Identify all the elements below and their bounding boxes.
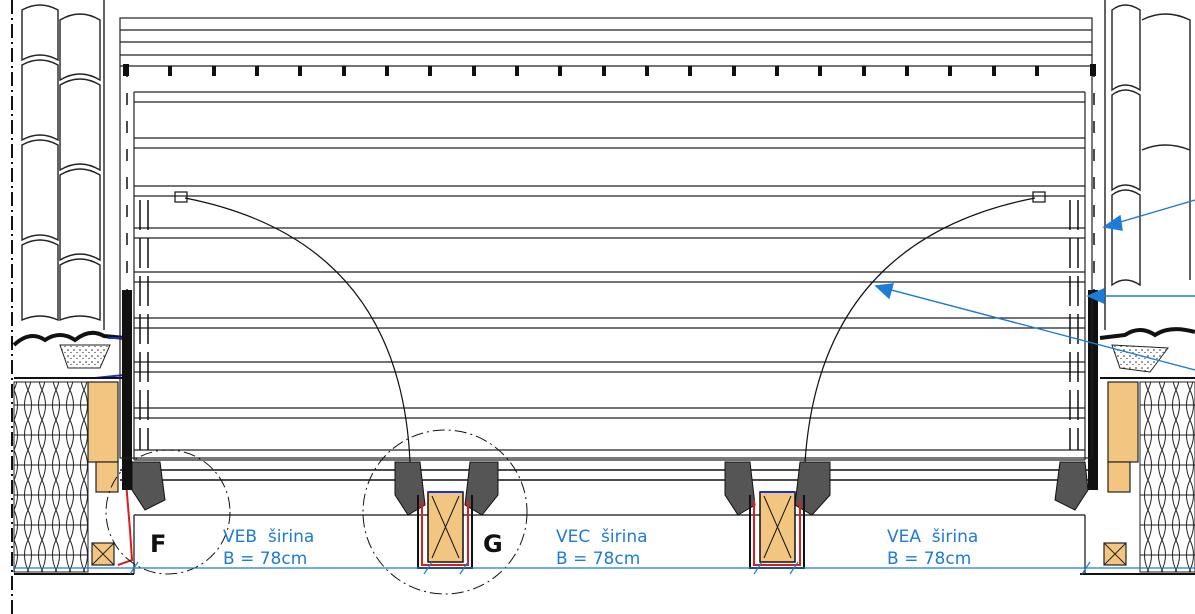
window-frame-profiles (120, 461, 1095, 574)
left-roof-tiles (21, 0, 105, 330)
right-flashing (1099, 327, 1195, 340)
window-vea-code: VEA širina (887, 527, 978, 547)
dimension-line (14, 561, 1195, 575)
shutter-slats (119, 17, 1093, 461)
top-rail-ticks (123, 64, 1096, 76)
detail-circle-g (362, 429, 528, 595)
opening-arc-left (184, 197, 411, 463)
window-vec-code: VEC širina (556, 527, 648, 547)
detail-circle-f (105, 449, 231, 575)
window-veb-width: B = 78cm (223, 549, 307, 569)
window-veb-code: VEB širina (223, 527, 314, 547)
detail-label-g: G (483, 530, 503, 558)
left-insulation (13, 381, 89, 573)
left-timber-beam (87, 381, 119, 463)
leader-arrows (874, 199, 1195, 371)
opening-arc-right (804, 197, 1036, 463)
right-roof-tiles (1104, 0, 1191, 330)
left-flashing (12, 330, 126, 347)
window-vea-width: B = 78cm (887, 549, 971, 569)
detail-label-f: F (150, 530, 166, 558)
window-vec-width: B = 78cm (556, 549, 640, 569)
side-guide-dashes (126, 65, 1095, 450)
right-timber-beam (1107, 381, 1139, 463)
right-insulation (1139, 381, 1195, 573)
